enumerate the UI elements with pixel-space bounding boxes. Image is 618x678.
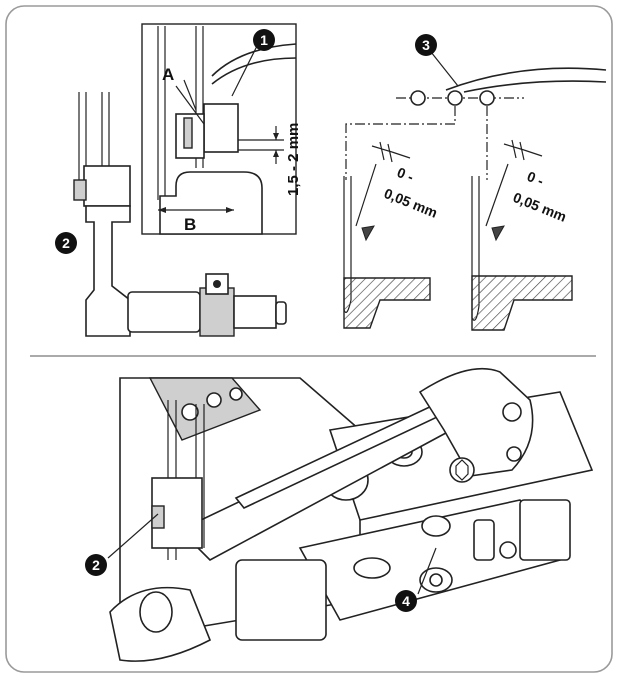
label-clearance-left-1: 0 - (395, 164, 416, 185)
clearance-diagram (343, 51, 607, 331)
callout-1-badge: 1 (253, 29, 275, 51)
svg-text:2: 2 (92, 557, 100, 573)
svg-text:4: 4 (402, 593, 410, 609)
inset-detail (141, 23, 297, 235)
callout-3-badge: 3 (415, 34, 437, 56)
callout-2-bottom-badge: 2 (85, 554, 107, 576)
svg-text:3: 3 (422, 37, 430, 53)
label-gap-height: 1,5 - 2 mm (285, 123, 302, 196)
label-clearance-right-1: 0 - (525, 168, 546, 189)
looper-side-view (73, 92, 287, 337)
label-b: B (184, 215, 196, 234)
label-a: A (162, 65, 174, 84)
callout-4-badge: 4 (395, 590, 417, 612)
svg-text:1: 1 (260, 32, 268, 48)
svg-text:2: 2 (62, 235, 70, 251)
perspective-view (107, 367, 594, 662)
callout-2-top-badge: 2 (55, 232, 77, 254)
